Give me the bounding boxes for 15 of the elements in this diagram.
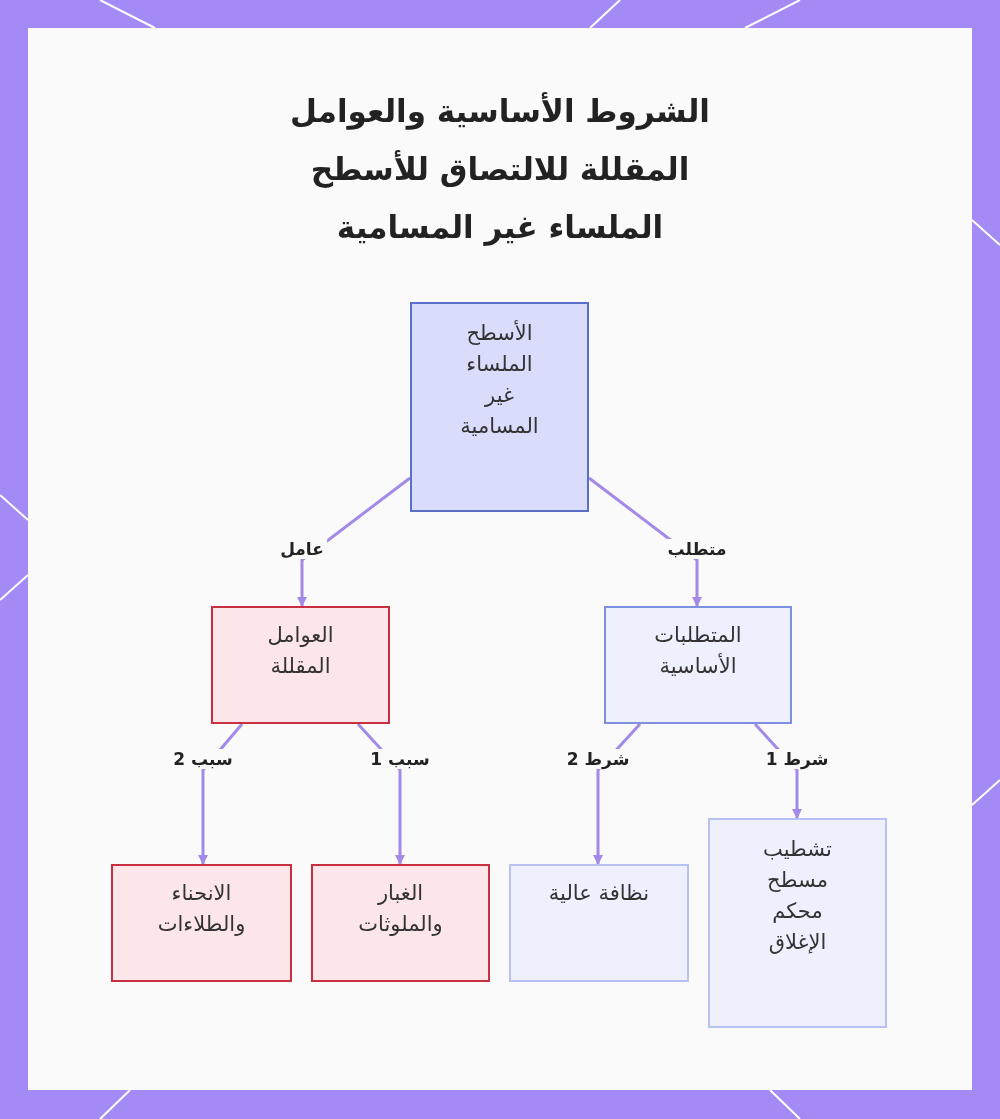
process-box <box>410 302 589 512</box>
process-box <box>708 818 887 1028</box>
process-box <box>111 864 292 982</box>
node-label: المتطلبات الأساسية <box>653 622 743 680</box>
process-box <box>211 606 390 724</box>
title: الشروط الأساسية والعوامل المقللة للالتصاق للأسطح الملساء غير المسامية <box>289 91 711 248</box>
node-label: العوامل المقللة <box>266 622 335 680</box>
node-label: نظافة عالية <box>548 880 650 907</box>
process-box <box>311 864 490 982</box>
node-label: الأسطح الملساء غير المسامية <box>459 319 540 440</box>
process-box <box>509 864 689 982</box>
node-label: الغبار والملوثات <box>357 880 444 938</box>
node-label: الانحناء والطلاءات <box>156 880 247 938</box>
process-box <box>604 606 792 724</box>
node-label: تشطيب مسطح محكم الإغلاق <box>762 836 833 956</box>
